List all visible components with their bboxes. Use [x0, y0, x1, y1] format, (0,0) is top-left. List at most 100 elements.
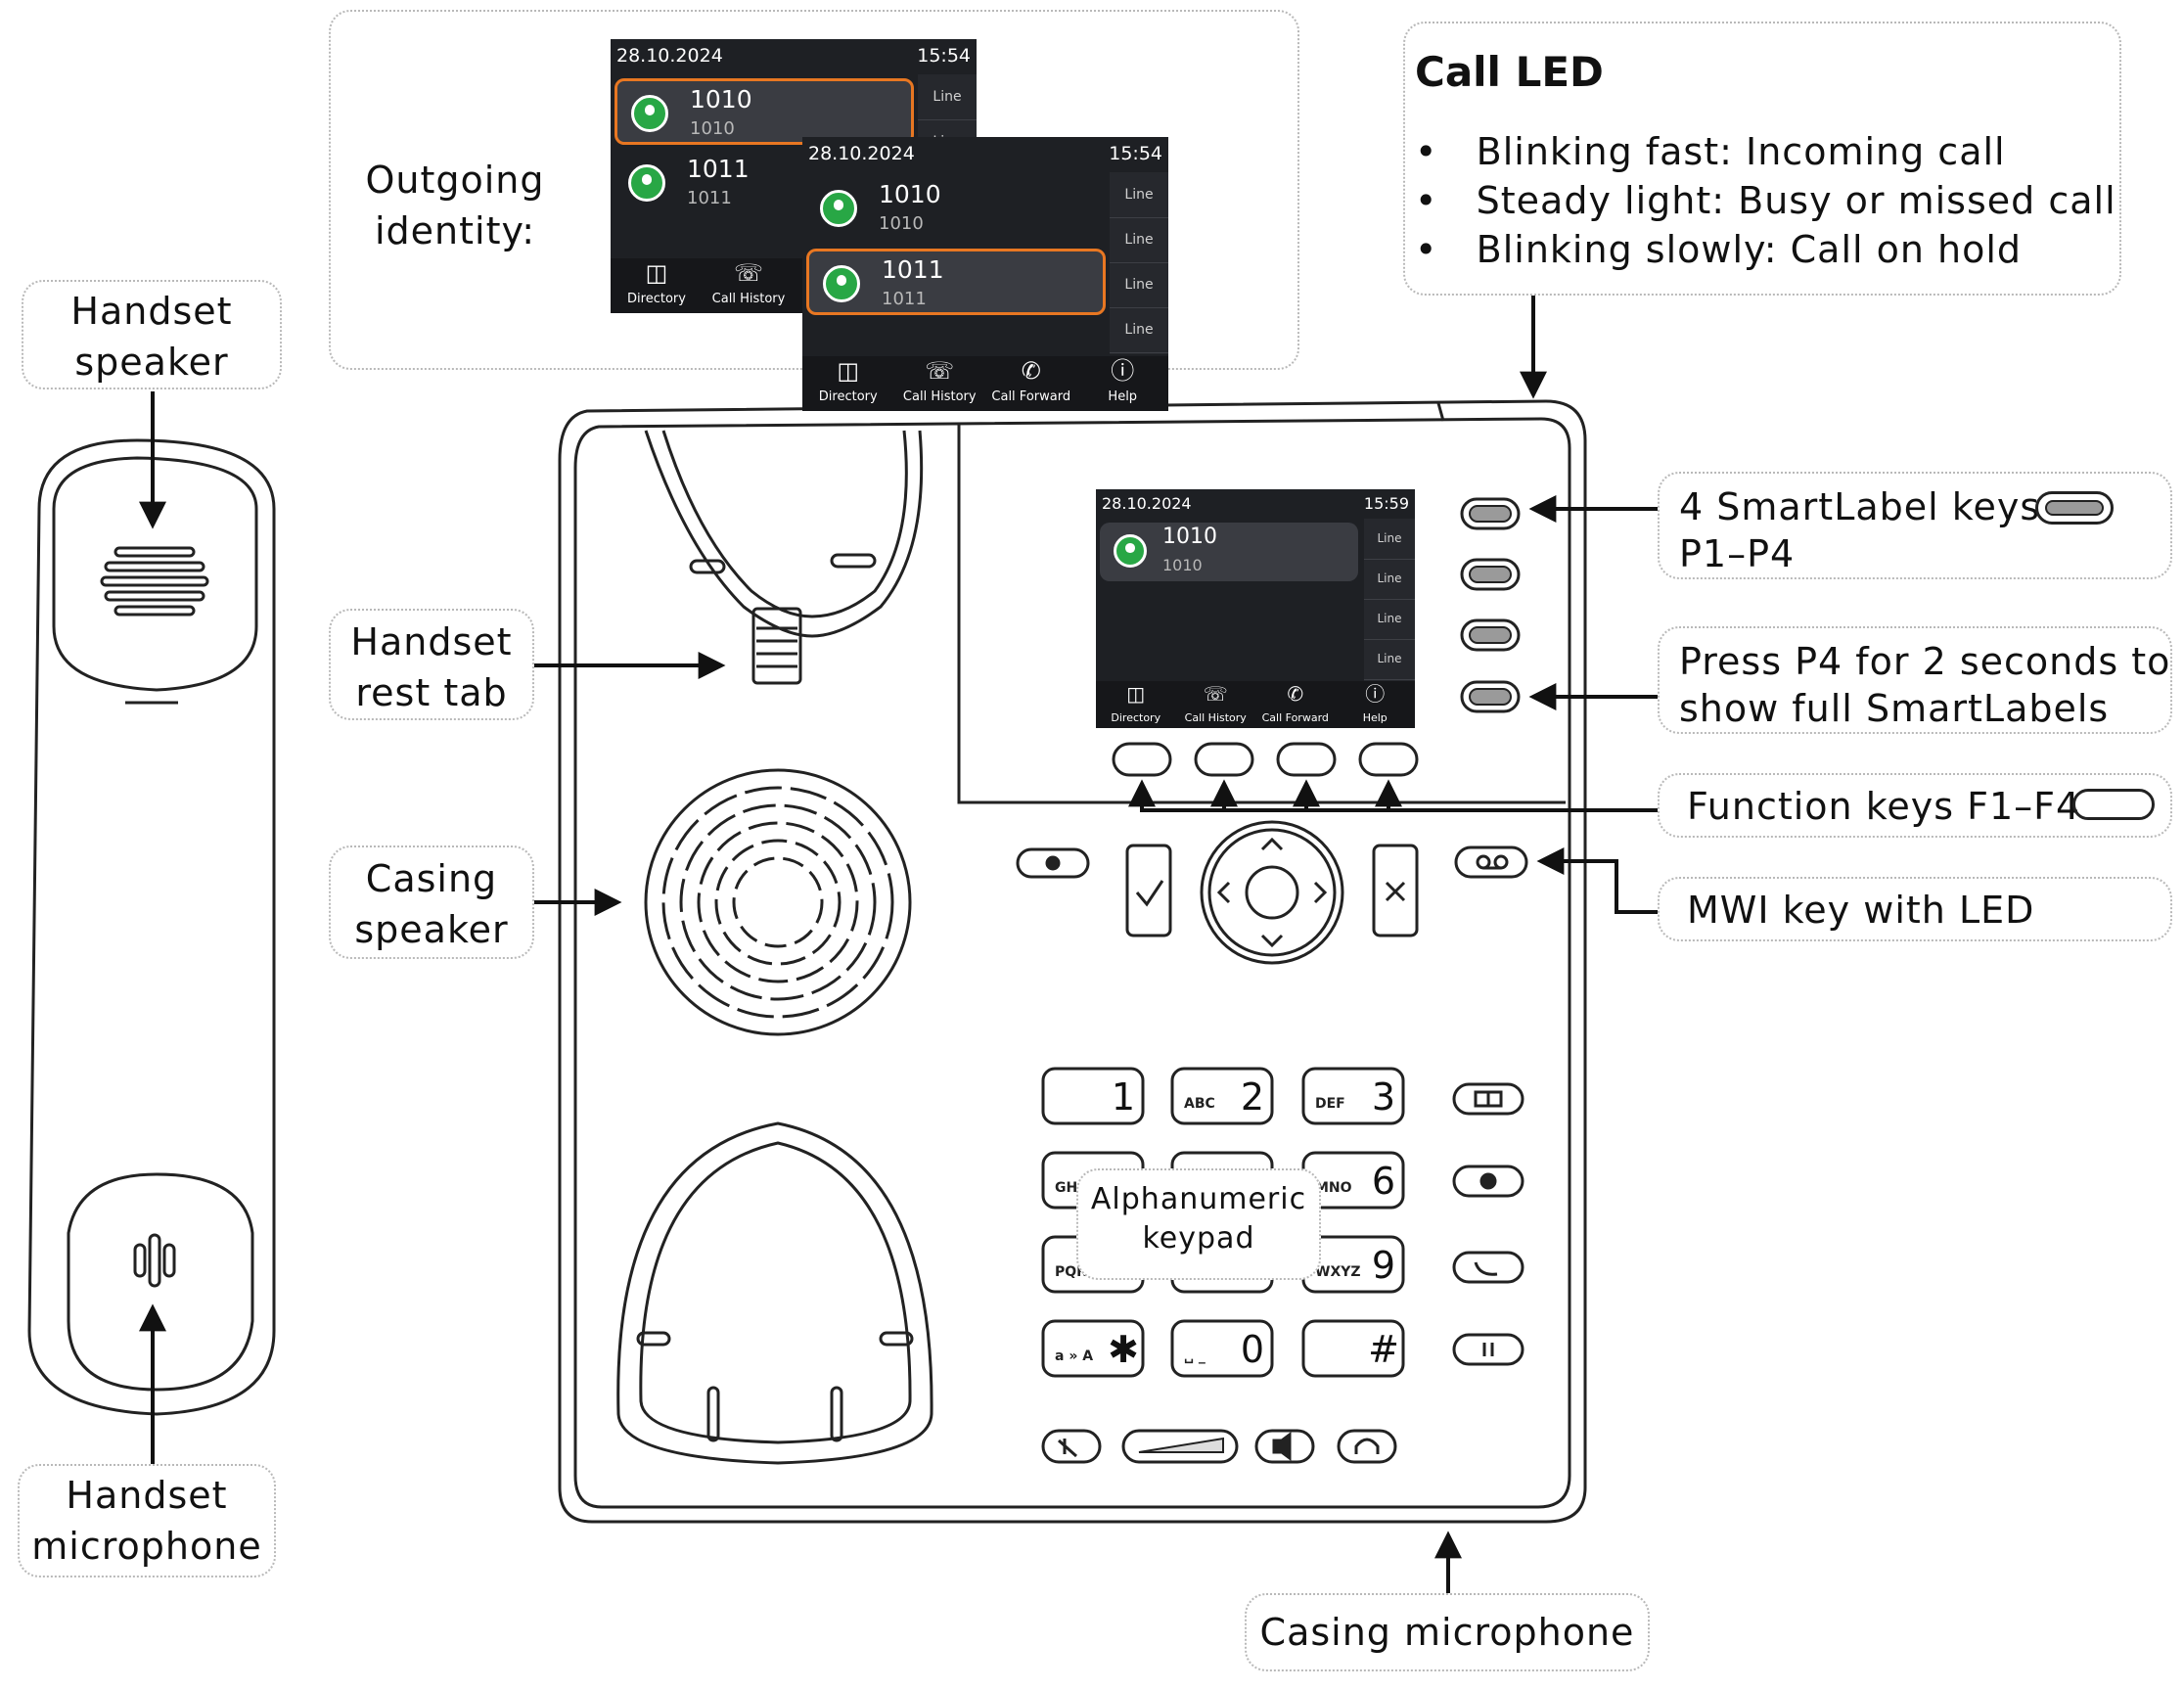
- list-item[interactable]: 1011 1011: [806, 249, 1106, 315]
- line-label[interactable]: Line: [1110, 307, 1168, 353]
- book-icon: ◫: [1126, 682, 1146, 706]
- phone-body: [558, 399, 1587, 1524]
- bottom-row-keys[interactable]: [1041, 1429, 1397, 1464]
- line-label[interactable]: Line: [1364, 519, 1415, 560]
- keypad-key[interactable]: ␣ _0: [1170, 1319, 1274, 1378]
- call-history-icon: ☏: [925, 357, 955, 385]
- softkey-call-history[interactable]: ☏ Call History: [894, 356, 986, 411]
- line-label[interactable]: Line: [1110, 262, 1168, 308]
- help-icon: ⓘ: [1365, 682, 1386, 706]
- keypad-key-digit: 1: [1112, 1075, 1135, 1119]
- function-key-f4[interactable]: [1358, 742, 1419, 777]
- cancel-key[interactable]: [1372, 844, 1419, 937]
- line-label[interactable]: Line: [1364, 599, 1415, 640]
- line-label[interactable]: Line: [1110, 172, 1168, 218]
- smartlabel-keys-callout: [1658, 472, 2172, 579]
- mute-key[interactable]: [1041, 1429, 1102, 1464]
- line-label[interactable]: Line: [1364, 559, 1415, 600]
- mwi-key[interactable]: [1454, 846, 1528, 879]
- function-key-icon: [2072, 789, 2155, 820]
- navigation-pad-icon[interactable]: [1200, 820, 1344, 965]
- list-item[interactable]: 1010 1010: [1100, 523, 1358, 581]
- function-keys-label: Function keys F1–F4: [1687, 785, 2081, 828]
- softkey-directory[interactable]: ◫ Directory: [802, 356, 894, 411]
- keypad-key-frame: [1041, 1319, 1145, 1378]
- left-service-key[interactable]: [1016, 847, 1090, 879]
- hold-key[interactable]: [1452, 1333, 1524, 1366]
- keypad-key-letters: WXYZ: [1315, 1264, 1361, 1280]
- softkey-directory[interactable]: ◫ Directory: [1096, 681, 1176, 728]
- screen-identity-1011: 28.10.2024 15:54 1010 1010 1011 1011 Lin…: [802, 137, 1168, 411]
- keypad-key-digit: 0: [1241, 1328, 1264, 1371]
- contact-avatar-icon: [628, 164, 665, 202]
- contact-avatar-icon: [631, 95, 668, 132]
- softkey-call-forward[interactable]: ✆ Call Forward: [985, 356, 1077, 411]
- headset-key[interactable]: [1337, 1429, 1397, 1464]
- softkey-help[interactable]: ⓘ Help: [1336, 681, 1416, 728]
- screen-time: 15:54: [1109, 143, 1162, 164]
- softkey-call-forward[interactable]: ✆ Call Forward: [1255, 681, 1336, 728]
- voicemail-icon: [1476, 854, 1509, 870]
- smartlabel-key-p2[interactable]: [1460, 558, 1521, 591]
- smartlabel-key-p3[interactable]: [1460, 618, 1521, 652]
- press-p4-callout: [1658, 626, 2172, 734]
- smartlabel-key-p4[interactable]: [1460, 680, 1521, 713]
- screen-date: 28.10.2024: [808, 143, 915, 164]
- line-label[interactable]: Line: [1364, 639, 1415, 680]
- navigation-cluster[interactable]: [1016, 820, 1528, 965]
- redial-key[interactable]: [1452, 1251, 1524, 1284]
- softkey-help[interactable]: ⓘ Help: [1077, 356, 1169, 411]
- function-key-f3[interactable]: [1276, 742, 1337, 777]
- keypad-key-frame: [1041, 1067, 1145, 1125]
- function-key-f2[interactable]: [1194, 742, 1254, 777]
- handset-speaker-callout: [22, 280, 282, 389]
- phone-display: 28.10.2024 15:59 1010 1010 Line Line Lin…: [1096, 489, 1415, 728]
- keypad-key[interactable]: #: [1301, 1319, 1405, 1378]
- casing-speaker-callout: [329, 846, 534, 959]
- status-bar: 28.10.2024 15:54: [802, 137, 1168, 170]
- microphone-icon: [133, 1233, 176, 1288]
- keypad-key-digit: ✱: [1108, 1328, 1139, 1371]
- contact-avatar-icon: [823, 265, 860, 302]
- function-key-f1[interactable]: [1112, 742, 1172, 777]
- book-icon: ◫: [837, 357, 860, 385]
- call-led-title: Call LED: [1415, 48, 1604, 96]
- softkey-call-history[interactable]: ☏ Call History: [1176, 681, 1256, 728]
- nav-center-key[interactable]: [1245, 865, 1299, 920]
- smartlabel-keys[interactable]: [1460, 497, 1521, 713]
- list-item[interactable]: 1010 1010: [806, 176, 1106, 243]
- status-bar: 28.10.2024 15:54: [611, 39, 977, 72]
- list-item[interactable]: 1011 1011: [614, 151, 914, 217]
- handset-cradle: [616, 1121, 933, 1465]
- softkey-directory[interactable]: ◫ Directory: [611, 258, 703, 313]
- keypad-key-digit: 6: [1372, 1160, 1395, 1203]
- ok-key[interactable]: [1125, 844, 1172, 937]
- keypad-key[interactable]: a » A✱: [1041, 1319, 1145, 1378]
- call-led-item: • Blinking slowly: Call on hold: [1415, 228, 2023, 271]
- line-label[interactable]: Line: [1110, 217, 1168, 263]
- softkey-call-history[interactable]: ☏ Call History: [703, 258, 795, 313]
- screen-date: 28.10.2024: [616, 45, 723, 67]
- keypad-key[interactable]: 1: [1041, 1067, 1145, 1125]
- function-keys[interactable]: [1112, 742, 1419, 777]
- casing-speaker-grille-icon: [644, 768, 912, 1036]
- help-icon: ⓘ: [1111, 357, 1135, 385]
- line-label[interactable]: Line: [918, 74, 977, 120]
- call-history-icon: ☏: [733, 259, 763, 287]
- handset: [27, 438, 276, 1416]
- list-item[interactable]: 1010 1010: [614, 78, 914, 145]
- right-function-keys[interactable]: [1452, 1082, 1524, 1366]
- smartlabel-key-p1[interactable]: [1460, 497, 1521, 530]
- softkey-bar: ◫ Directory ☏ Call History ✆ Call Forwar…: [802, 356, 1168, 411]
- screen-time: 15:54: [917, 45, 971, 67]
- alphanumeric-keypad-callout: [1076, 1168, 1321, 1280]
- cross-icon: [1385, 881, 1406, 902]
